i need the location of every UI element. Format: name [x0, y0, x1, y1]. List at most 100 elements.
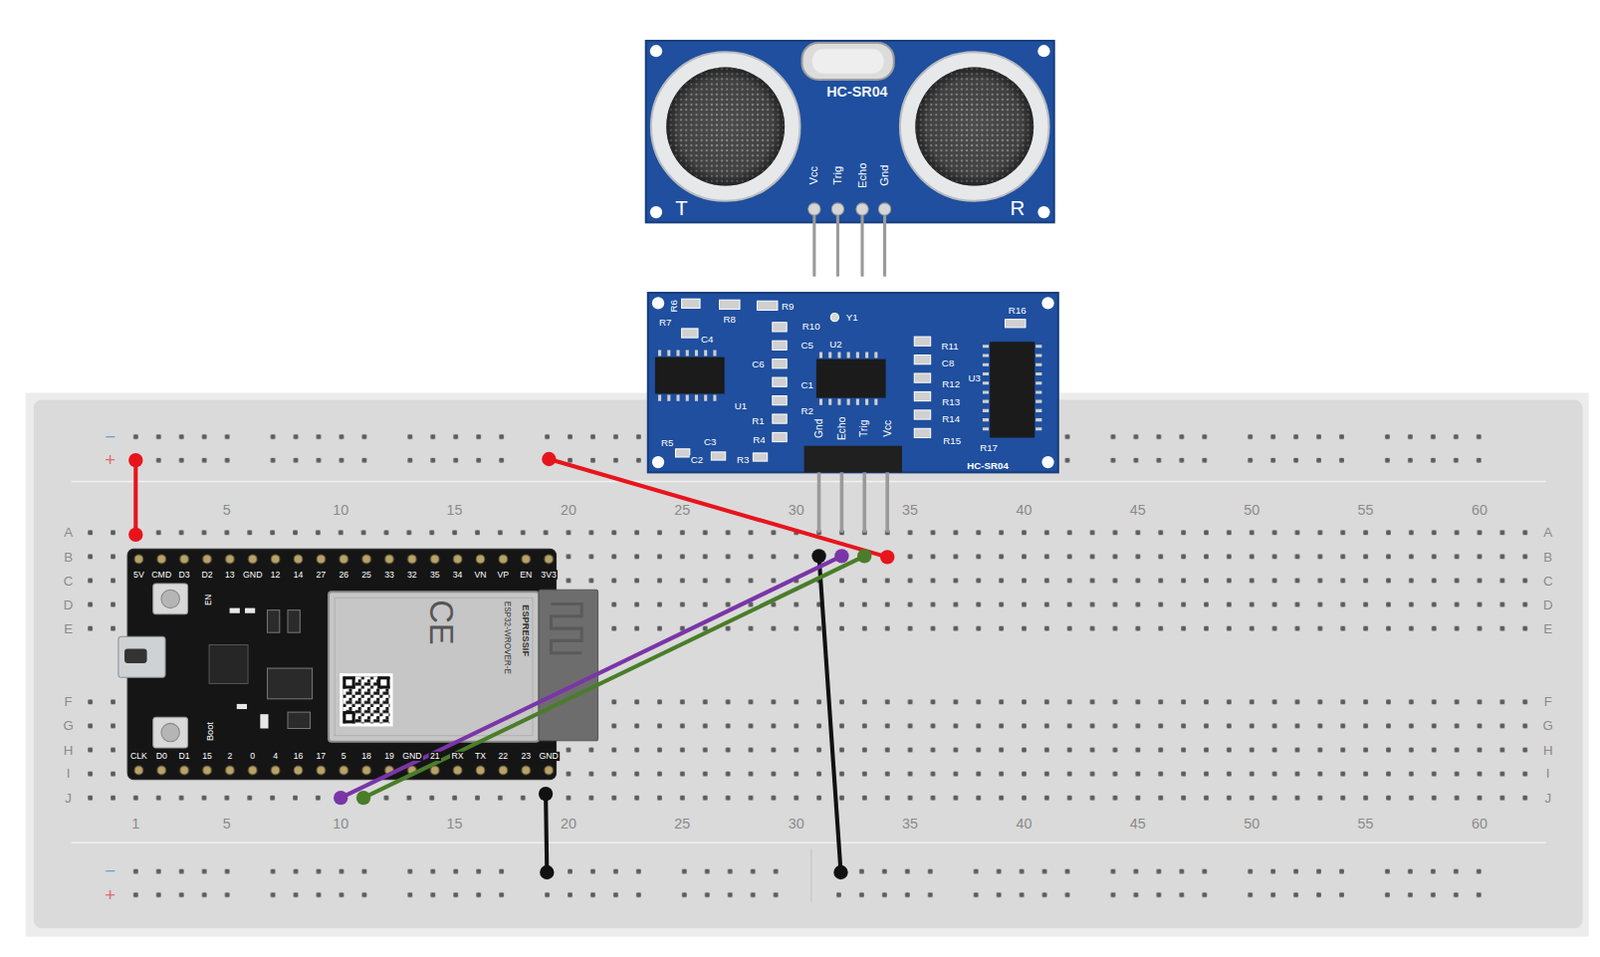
- rail-sign: +: [103, 451, 117, 469]
- esp32-devkit-part: [236, 703, 247, 709]
- esp32-devkit-part: [342, 710, 355, 723]
- ultrasonic-sensor-back-part: [862, 471, 867, 532]
- part-label: R13: [940, 397, 961, 408]
- jumper-wires-part: [539, 865, 554, 880]
- ultrasonic-sensor-back-part-part: [682, 328, 698, 338]
- pin-label: 3V3: [539, 569, 558, 579]
- jumper-wires-part: [538, 786, 553, 801]
- jumper-wires-part: [340, 555, 842, 798]
- ultrasonic-sensor-front-part: [856, 203, 869, 216]
- part-label: U1: [733, 401, 749, 412]
- esp32-devkit-part: [259, 713, 268, 728]
- ultrasonic-sensor-back-part: [655, 357, 725, 395]
- breadboard-part-part: [124, 859, 811, 908]
- ultrasonic-sensor-front-part: [1037, 206, 1050, 219]
- breadboard-part-part: [827, 859, 1514, 908]
- ultrasonic-sensor-back-part: [804, 446, 903, 473]
- part-label: C8: [940, 358, 956, 369]
- part-label: R9: [780, 300, 796, 311]
- esp32-devkit-part: [334, 597, 533, 735]
- ultrasonic-sensor-front-part: [666, 67, 785, 187]
- ultrasonic-sensor-front-part: [650, 44, 663, 57]
- pin-label: 14: [292, 569, 305, 579]
- pin-label: Trig: [859, 419, 870, 439]
- part-label: U2: [828, 338, 844, 349]
- jumper-wires-part: [545, 793, 547, 873]
- esp32-devkit-part: [209, 644, 248, 684]
- column-number: 10: [331, 816, 350, 831]
- ultrasonic-sensor-front-part: [666, 67, 785, 187]
- esp32-devkit: [118, 548, 599, 780]
- ultrasonic-sensor-back-part-part: [772, 377, 787, 387]
- jumper-wires-part: [811, 548, 826, 563]
- pin-label: 12: [269, 569, 282, 579]
- pin-label: 22: [496, 751, 509, 761]
- pin-label: 16: [292, 751, 305, 761]
- pin-label: GND: [537, 751, 559, 761]
- ultrasonic-sensor-front-part: [900, 51, 1050, 202]
- ultrasonic-sensor-back-part-part: [682, 298, 700, 308]
- column-number: 50: [1242, 502, 1261, 517]
- jumper-wires-part: [128, 453, 143, 467]
- jumper-wires-part: [548, 458, 888, 557]
- ultrasonic-sensor-back-part: [830, 313, 839, 322]
- esp32-devkit-part: [244, 608, 255, 614]
- column-number: 30: [787, 502, 806, 517]
- part-label: R2: [799, 406, 815, 417]
- esp32-devkit-part: [153, 583, 189, 615]
- ultrasonic-sensor-front-part: [812, 48, 885, 74]
- esp32-devkit-part: [267, 610, 280, 634]
- ultrasonic-sensor-front-part: [666, 67, 785, 187]
- pin-label: 34: [452, 569, 464, 579]
- column-number: 25: [673, 502, 691, 517]
- breadboard: [25, 392, 1590, 936]
- part-label: R6: [669, 298, 680, 314]
- jumper-wires: [128, 452, 895, 880]
- module-name: ESP32-WROVER-E: [502, 600, 511, 676]
- ultrasonic-sensor-front-part: [650, 206, 663, 219]
- pin-label: D0: [155, 751, 169, 761]
- pin-label: Vcc: [808, 165, 820, 187]
- pin-label: VP: [496, 569, 511, 579]
- pin-label: Gnd: [879, 164, 891, 188]
- row-letter: D: [1542, 598, 1555, 612]
- part-label: C4: [699, 334, 715, 345]
- ultrasonic-sensor-back-part: [658, 394, 723, 401]
- ultrasonic-sensor-back-part-part: [914, 336, 930, 346]
- pin-label: 5: [340, 751, 348, 761]
- row-letter: J: [1543, 791, 1553, 805]
- esp32-devkit-part: [127, 762, 561, 777]
- row-letter: H: [1542, 742, 1555, 756]
- row-letter: E: [1542, 621, 1554, 635]
- ultrasonic-sensor-back-part-part: [710, 452, 725, 460]
- part-label: R7: [658, 317, 674, 328]
- row-letter: I: [1545, 766, 1552, 780]
- ultrasonic-sensor-front-part: [831, 203, 844, 216]
- column-number: 30: [787, 816, 806, 831]
- esp32-devkit-part: [127, 548, 556, 780]
- column-number: 5: [222, 816, 232, 831]
- button-label: Boot: [206, 720, 216, 742]
- ultrasonic-sensor-front-part: [914, 67, 1034, 187]
- part-label: Y1: [845, 312, 860, 323]
- pin-label: 33: [383, 569, 396, 579]
- part-label: C1: [799, 379, 815, 390]
- esp32-devkit-part: [124, 649, 148, 664]
- ultrasonic-sensor-back-part-part: [1004, 319, 1025, 328]
- ultrasonic-sensor-back-part: [658, 349, 723, 356]
- row-letter: G: [1542, 718, 1555, 732]
- esp32-devkit-part: [118, 636, 166, 678]
- part-label: U3: [966, 373, 982, 384]
- ultrasonic-sensor-back-part-part: [914, 373, 930, 383]
- ultrasonic-sensor-front-part: [883, 215, 887, 276]
- row-letter: I: [65, 766, 72, 780]
- pin-label: 0: [248, 751, 256, 761]
- breadboard-part: [124, 859, 1514, 908]
- part-label: C5: [799, 339, 815, 350]
- ultrasonic-sensor-front-part: [836, 215, 840, 276]
- column-number: 50: [1242, 816, 1261, 831]
- part-label: R15: [941, 436, 962, 447]
